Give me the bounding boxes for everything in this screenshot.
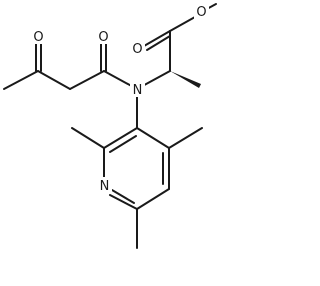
- atom-o-carbonyl-ester-label: O: [132, 42, 142, 57]
- bond-ring-c6-n: [109, 194, 138, 210]
- wedge-bond-alpha-methyl: [170, 71, 201, 88]
- atom-o-amide-label: O: [98, 30, 108, 45]
- atom-o-ether-ester: O: [194, 3, 209, 20]
- atom-o-ketone-label: O: [33, 30, 43, 45]
- bond-methyl-c4: [168, 127, 203, 149]
- atom-o-carbonyl-ester: O: [130, 40, 145, 57]
- bond-ester-c-o: [169, 16, 196, 32]
- structure-diagram: O O N O O N: [3, 3, 217, 249]
- bond-ring-c6-n-inner: [111, 189, 135, 204]
- atom-o-amide: O: [96, 28, 111, 45]
- bond-ch2-amide-carbon: [69, 70, 105, 90]
- atom-n-pyridine-label: N: [100, 179, 110, 194]
- bonds: [3, 3, 217, 249]
- atom-n-amide: N: [130, 81, 145, 98]
- bond-ring-c2-c3-inner: [109, 135, 137, 153]
- atom-n-amide-label: N: [133, 83, 143, 98]
- bond-methyl-c2: [71, 127, 105, 149]
- bond-ring-c3-c4: [136, 127, 170, 149]
- bond-ketone-ch2: [37, 70, 71, 90]
- bond-ester-c=o-b: [146, 35, 171, 51]
- bond-ring-c5-c6: [136, 188, 170, 210]
- atom-labels: O O N O O N: [31, 3, 209, 194]
- atom-o-ketone: O: [31, 28, 46, 45]
- bond-ring-c2-c3: [103, 127, 138, 149]
- bond-methyl-ketone: [3, 70, 39, 90]
- atom-n-pyridine: N: [97, 177, 112, 194]
- atom-o-ether-ester-label: O: [196, 5, 206, 20]
- bond-ester-c=o-a: [143, 30, 171, 47]
